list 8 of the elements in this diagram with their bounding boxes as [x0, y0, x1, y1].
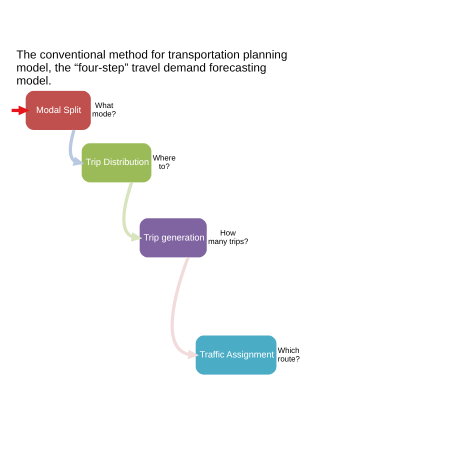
node-box: Trip generation: [140, 218, 207, 258]
node-box: Trip Distribution: [82, 143, 152, 182]
node-box: Modal Split: [26, 90, 91, 130]
arrow: [170, 256, 200, 360]
diagram-title: The conventional method for transportation planning model, the “four-step” travel demand forecasting model.: [16, 48, 288, 88]
arrow: [68, 130, 84, 166]
node-box: Traffic Assignment: [196, 336, 276, 375]
arrow: [122, 182, 142, 242]
